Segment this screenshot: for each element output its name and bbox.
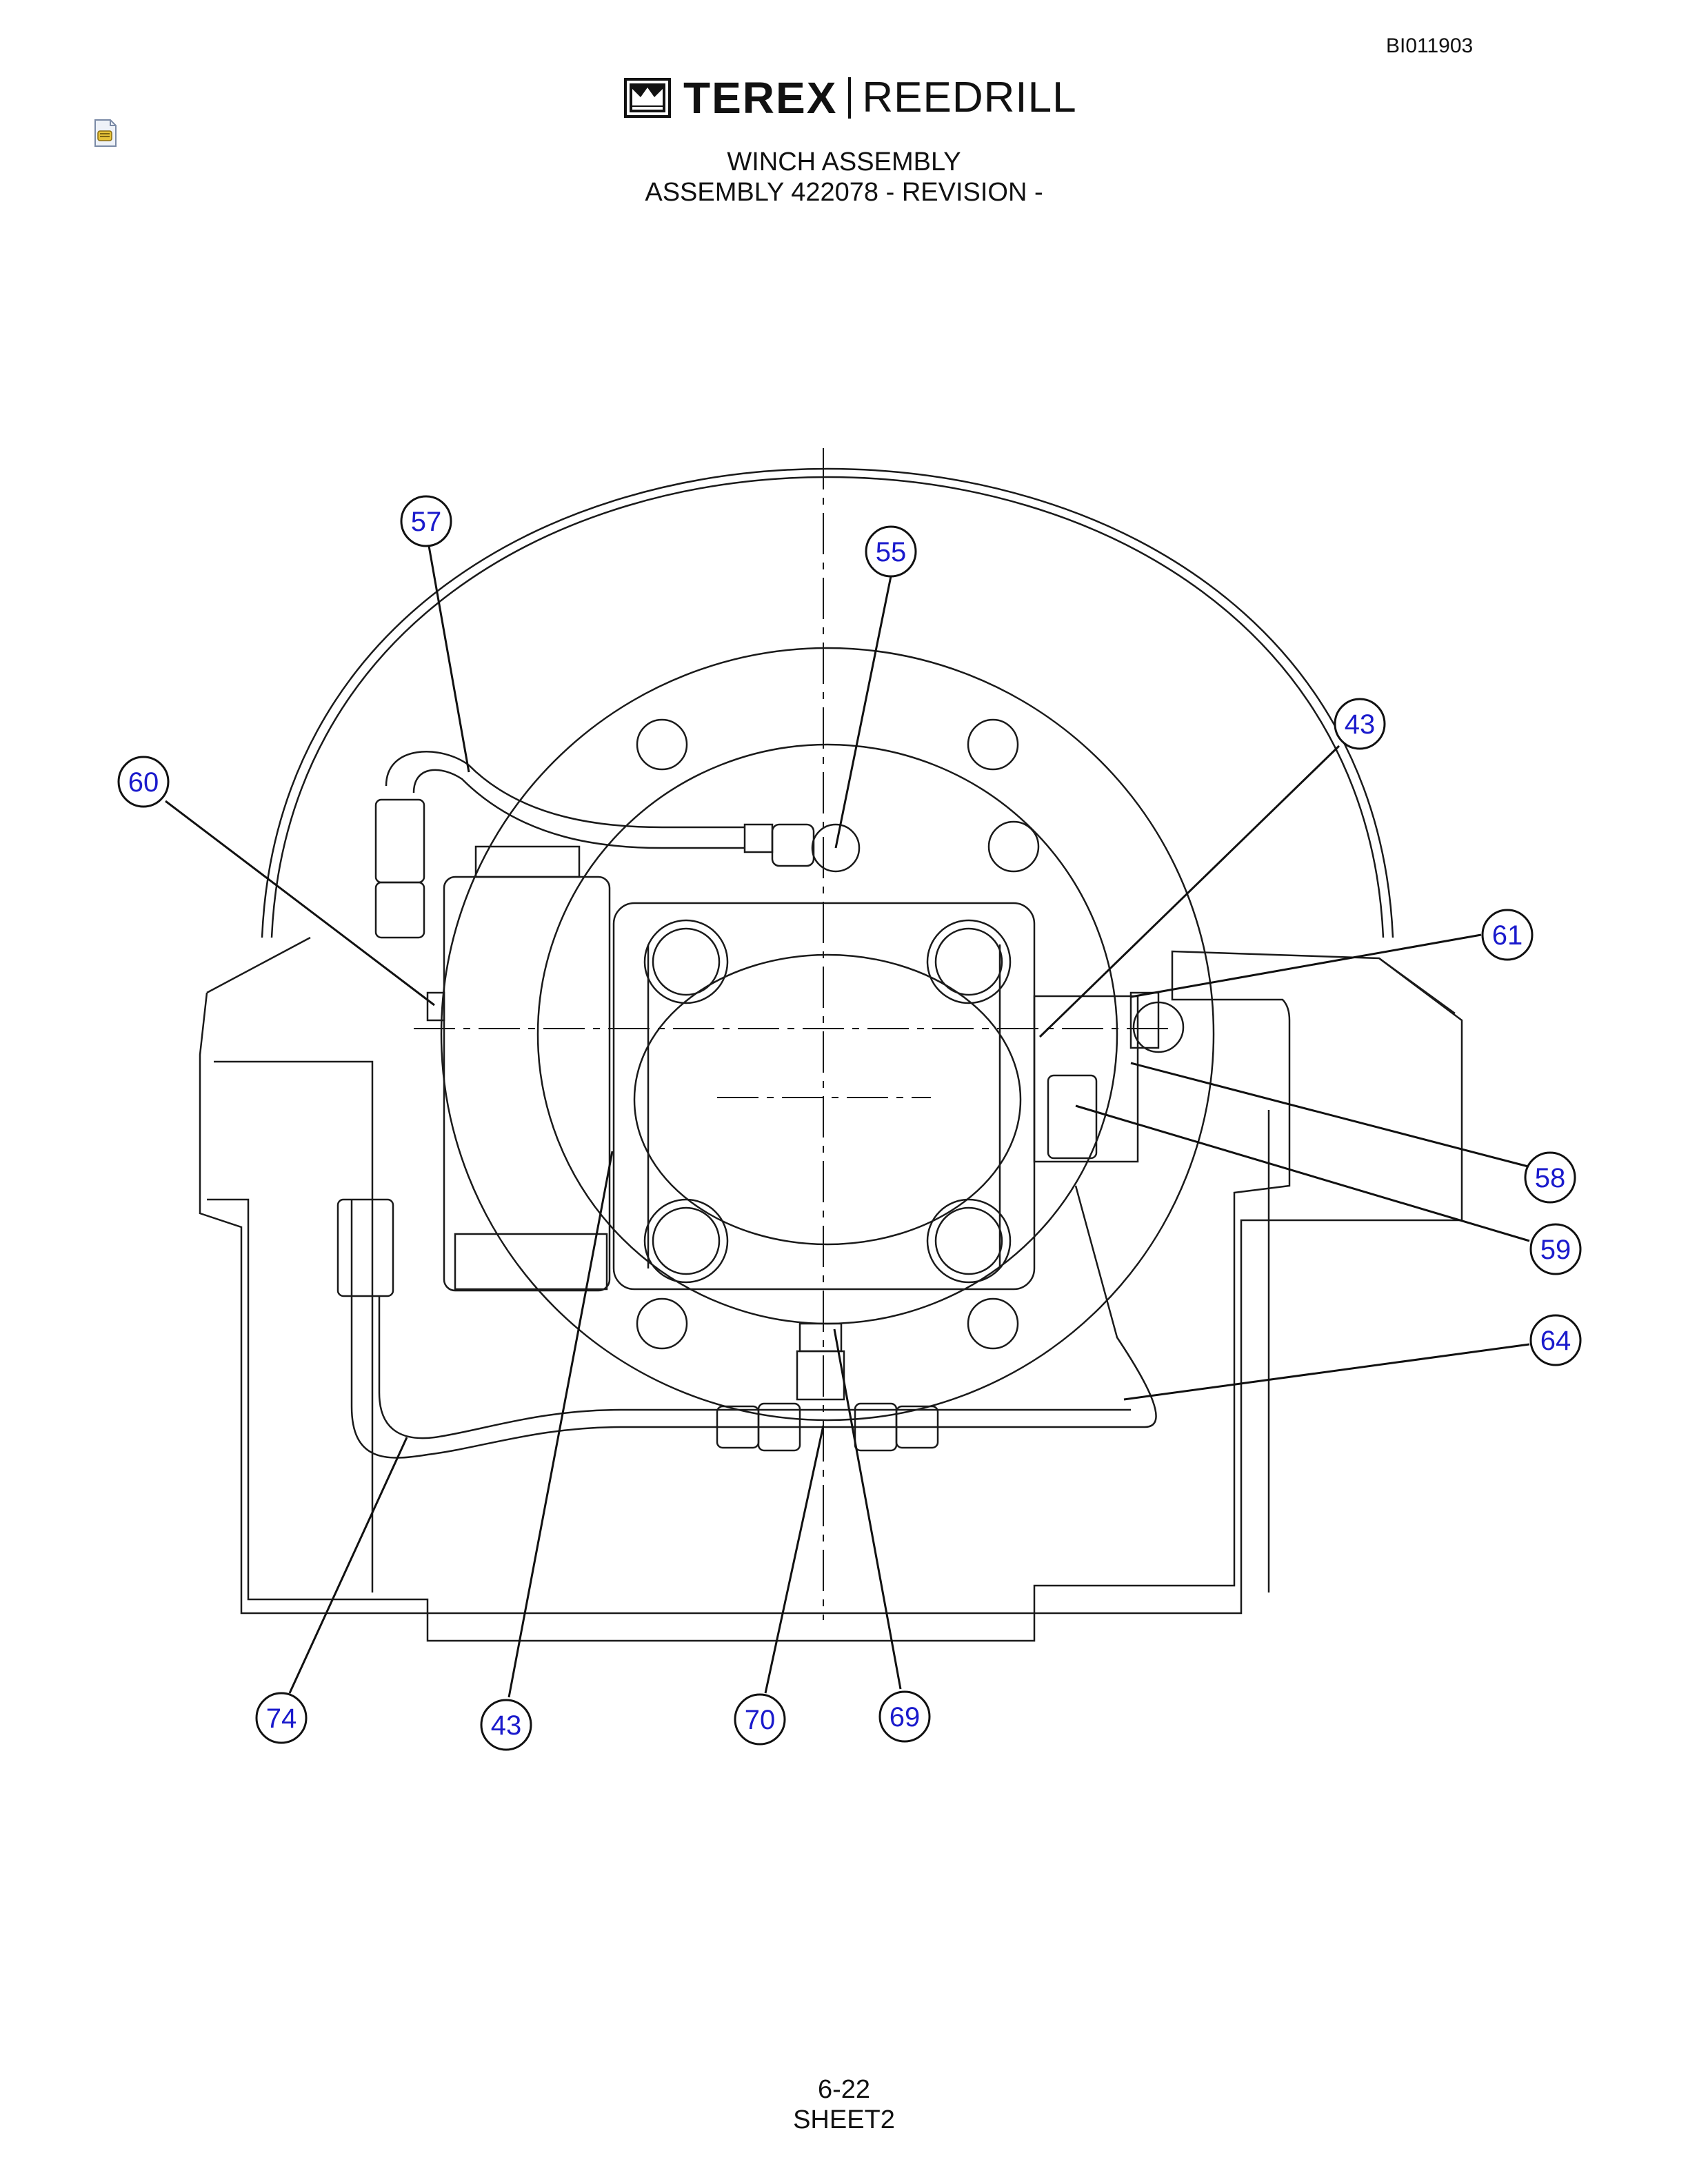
brand-division: REEDRILL	[862, 74, 1077, 121]
brand-separator	[848, 77, 852, 119]
terex-crown-logo-icon	[624, 78, 671, 118]
drawing-title: WINCH ASSEMBLY	[727, 148, 961, 176]
sheet-label: SHEET2	[793, 2105, 895, 2134]
center-lines	[414, 448, 1172, 1620]
svg-text:61: 61	[1492, 920, 1523, 951]
callout-balloons: 57 55 43 60 61 58 59 64 74 43 70 69	[117, 495, 1582, 1751]
svg-text:43: 43	[1345, 709, 1376, 740]
callout-70: 70	[734, 1693, 786, 1746]
svg-text:59: 59	[1540, 1235, 1571, 1265]
callout-61: 61	[1481, 909, 1534, 961]
svg-text:60: 60	[128, 767, 159, 798]
svg-text:58: 58	[1535, 1163, 1566, 1193]
callout-58: 58	[1524, 1151, 1576, 1204]
callout-43-bottom: 43	[480, 1699, 532, 1751]
callout-69: 69	[878, 1690, 931, 1743]
leader-lines	[165, 545, 1530, 1698]
svg-text:74: 74	[266, 1703, 297, 1734]
assembly-number: ASSEMBLY 422078 - REVISION -	[645, 178, 1043, 207]
callout-57: 57	[400, 495, 452, 547]
svg-text:69: 69	[890, 1702, 921, 1732]
brand-name: TEREX	[683, 73, 838, 123]
callout-43-top: 43	[1334, 698, 1386, 750]
callout-55: 55	[865, 525, 917, 578]
document-id: BI011903	[1386, 34, 1474, 57]
callout-60: 60	[117, 756, 170, 808]
brand-header: TEREX REEDRILL	[624, 76, 1077, 120]
callout-74: 74	[255, 1692, 308, 1744]
svg-text:43: 43	[491, 1710, 522, 1741]
page-number: 6-22	[817, 2075, 871, 2104]
document-icon[interactable]	[91, 119, 119, 148]
winch-outline	[199, 467, 1463, 1642]
callout-59: 59	[1529, 1223, 1582, 1275]
svg-text:70: 70	[745, 1705, 776, 1735]
svg-text:57: 57	[411, 507, 442, 537]
svg-text:64: 64	[1540, 1326, 1571, 1356]
callout-64: 64	[1529, 1314, 1582, 1366]
svg-text:55: 55	[876, 537, 907, 567]
